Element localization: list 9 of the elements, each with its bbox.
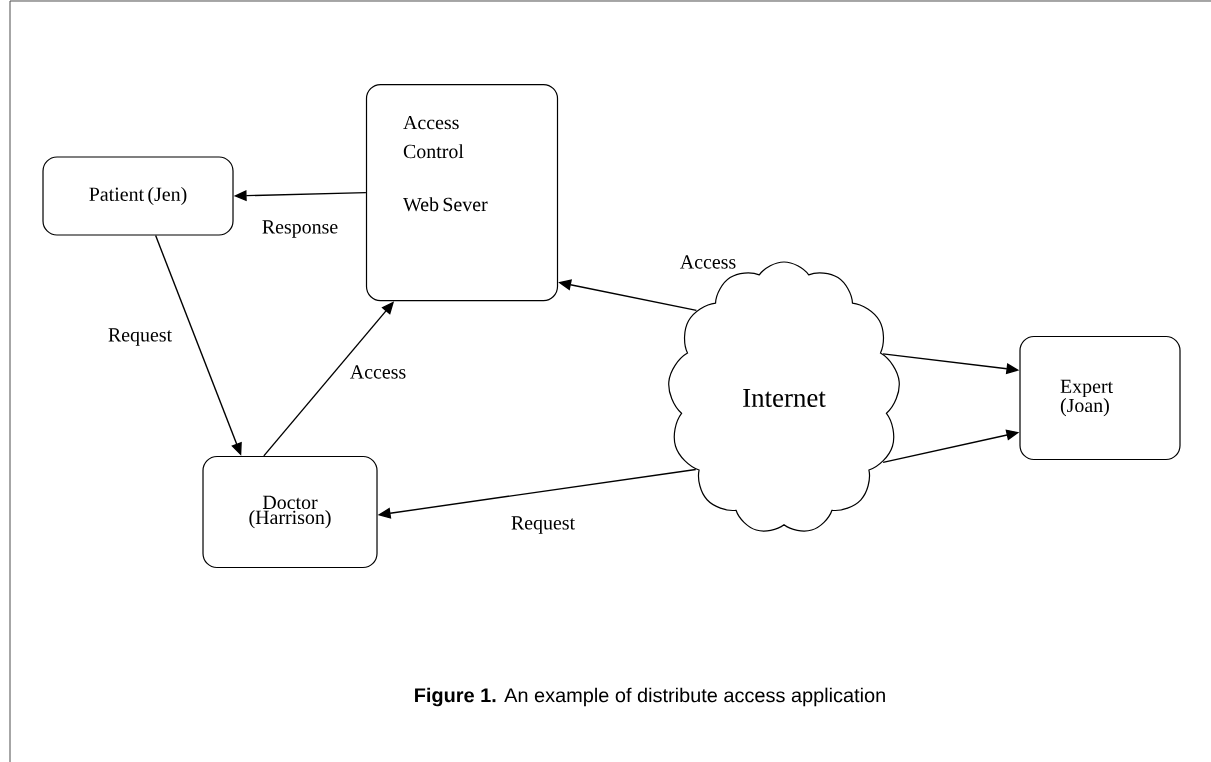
- process-box: Patient (Jen): [42, 156, 234, 236]
- edge-label: Access: [348, 364, 408, 380]
- process-box: Doctor (Harrison): [202, 455, 378, 569]
- edge-label: Request: [106, 327, 174, 347]
- edge-label: Response: [260, 219, 340, 239]
- edge-label: Request: [509, 515, 577, 535]
- figure-caption: Figure 1. An example of distribute access application: [415, 687, 885, 707]
- server-box: Access Control Web Sever: [365, 84, 559, 302]
- process-box: Expert (Joan): [1019, 335, 1181, 461]
